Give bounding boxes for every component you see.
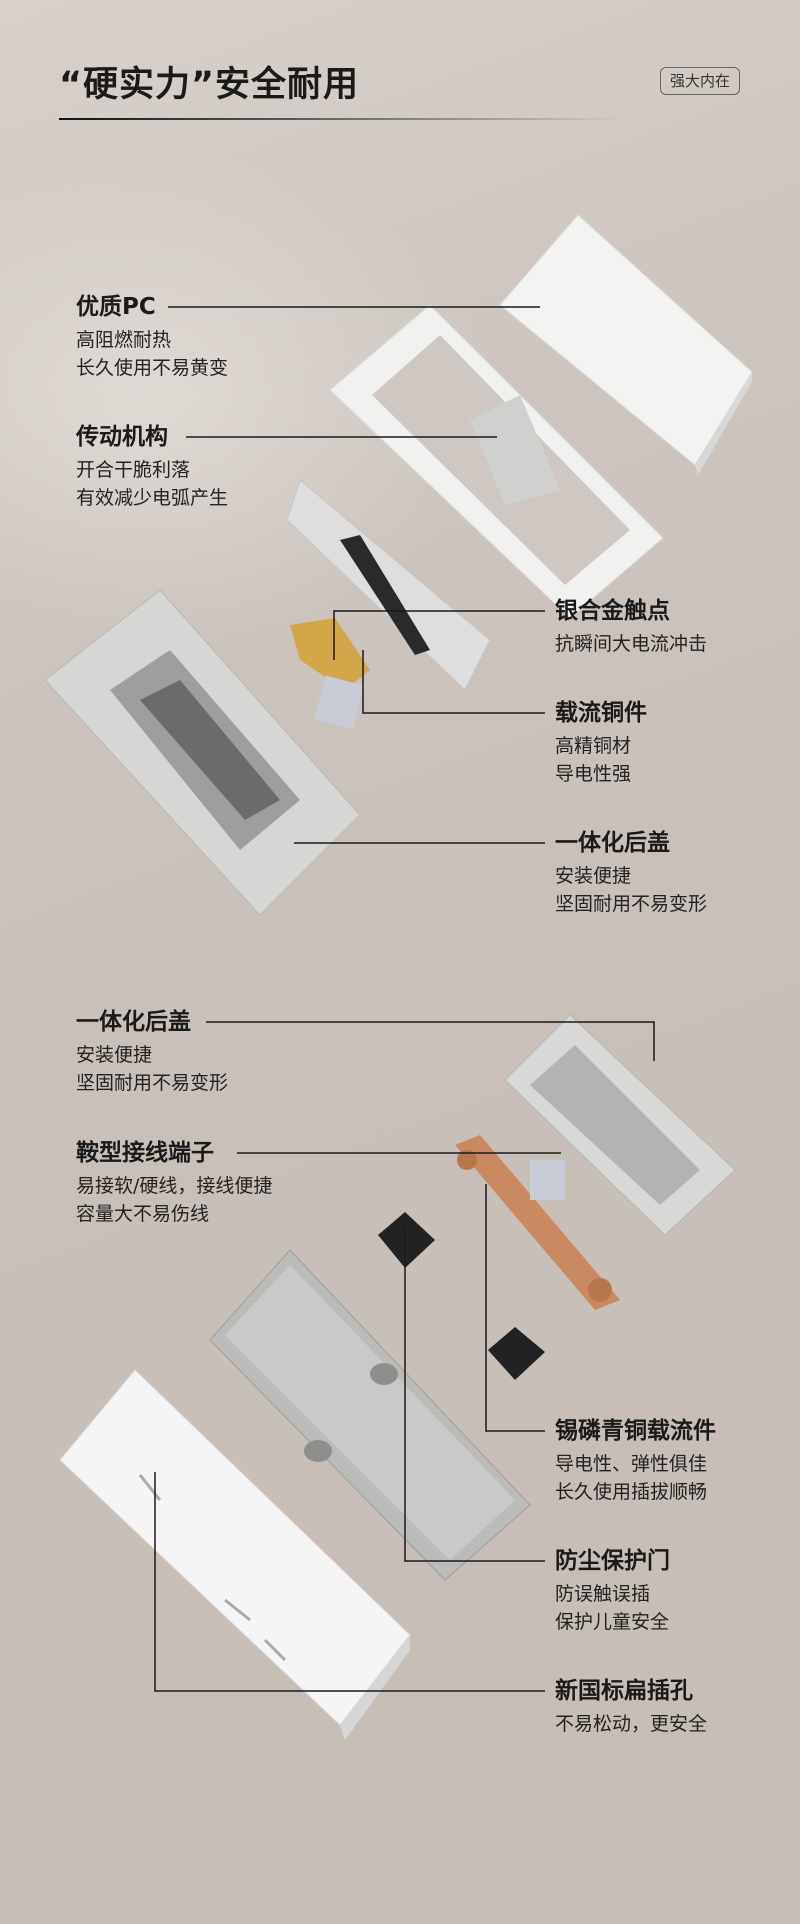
label-title: 载流铜件 [555, 700, 647, 726]
saddle-terminal-image [455, 1135, 620, 1310]
label-socket-back-cover: 一体化后盖 安装便捷 坚固耐用不易变形 [76, 1007, 228, 1097]
label-line: 安装便捷 [76, 1044, 153, 1066]
label-silver-contact: 银合金触点 抗瞬间大电流冲击 [555, 596, 707, 658]
switch-frame-image [329, 304, 664, 619]
label-copper: 载流铜件 高精铜材 导电性强 [555, 698, 647, 788]
label-flat-socket: 新国标扁插孔 不易松动，更安全 [555, 1676, 707, 1738]
section-badge: 强大内在 [660, 67, 740, 95]
leader-line-dust-shutter [404, 1227, 545, 1562]
leader-line-bronze [485, 1184, 545, 1432]
label-line: 安装便捷 [555, 865, 632, 887]
label-title: 优质PC [76, 294, 156, 320]
label-bronze-conductor: 锡磷青铜载流件 导电性、弹性俱佳 长久使用插拔顺畅 [555, 1416, 716, 1506]
label-line: 不易松动，更安全 [555, 1713, 708, 1735]
copper-conductor-image [314, 675, 365, 730]
label-line: 坚固耐用不易变形 [555, 893, 708, 915]
silver-contact-image [290, 618, 370, 690]
label-line: 抗瞬间大电流冲击 [555, 633, 708, 655]
label-back-cover: 一体化后盖 安装便捷 坚固耐用不易变形 [555, 828, 707, 918]
label-title: 鞍型接线端子 [76, 1140, 214, 1166]
switch-back-cover-image [44, 589, 361, 916]
label-title: 传动机构 [76, 424, 168, 450]
switch-panel-image [499, 214, 753, 475]
label-line: 保护儿童安全 [555, 1611, 670, 1633]
label-title: 一体化后盖 [76, 1009, 191, 1035]
label-line: 导电性强 [555, 763, 632, 785]
label-line: 长久使用不易黄变 [76, 357, 229, 379]
label-line: 长久使用插拔顺畅 [555, 1481, 708, 1503]
label-title: 一体化后盖 [555, 830, 670, 856]
leader-line-silver-contact [333, 610, 545, 660]
dust-shutter-image [378, 1212, 545, 1380]
label-mechanism: 传动机构 开合干脆利落 有效减少电弧产生 [76, 422, 228, 512]
label-line: 易接软/硬线，接线便捷 [76, 1175, 273, 1197]
label-line: 高精铜材 [555, 735, 632, 757]
leader-line-socket-back-cover [206, 1021, 655, 1061]
label-pc: 优质PC 高阻燃耐热 长久使用不易黄变 [76, 292, 228, 382]
leader-lines [154, 306, 655, 1692]
label-line: 容量大不易伤线 [76, 1203, 210, 1225]
leader-line-flat-socket [154, 1472, 545, 1692]
label-title: 防尘保护门 [555, 1548, 670, 1574]
label-title: 新国标扁插孔 [555, 1678, 693, 1704]
socket-mechanism-image [209, 1249, 531, 1581]
label-dust-shutter: 防尘保护门 防误触误插 保护儿童安全 [555, 1546, 670, 1636]
label-line: 导电性、弹性俱佳 [555, 1453, 708, 1475]
label-line: 开合干脆利落 [76, 459, 191, 481]
label-saddle-terminal: 鞍型接线端子 易接软/硬线，接线便捷 容量大不易伤线 [76, 1138, 272, 1228]
leader-line-copper [362, 650, 545, 714]
socket-back-cover-image [504, 1014, 736, 1236]
socket-panel-image [59, 1369, 411, 1740]
label-line: 坚固耐用不易变形 [76, 1072, 229, 1094]
title-divider [59, 118, 619, 120]
page-title: “硬实力”安全耐用 [59, 65, 360, 105]
label-line: 防误触误插 [555, 1583, 651, 1605]
label-line: 有效减少电弧产生 [76, 487, 229, 509]
label-line: 高阻燃耐热 [76, 329, 172, 351]
label-title: 银合金触点 [555, 598, 670, 624]
label-title: 锡磷青铜载流件 [555, 1418, 716, 1444]
switch-mechanism-image [286, 479, 491, 691]
